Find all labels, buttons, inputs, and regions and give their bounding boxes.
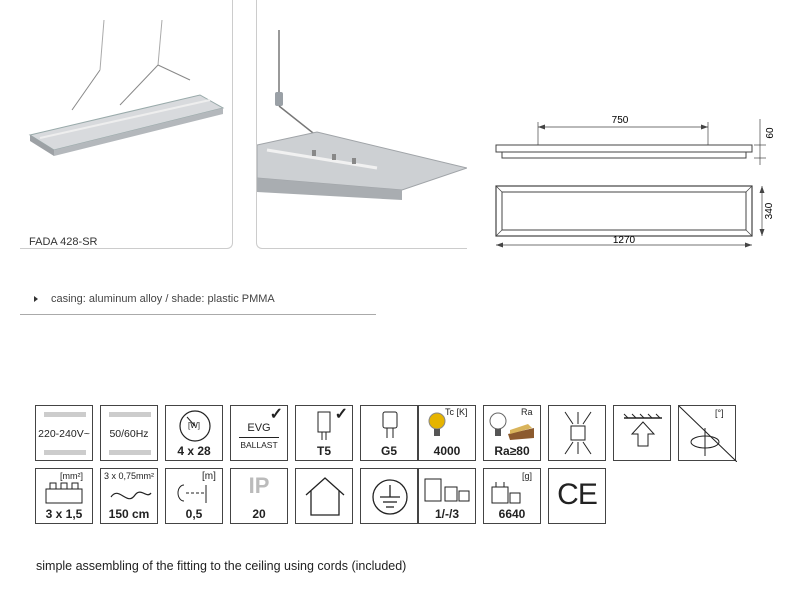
scale-icon [491,482,521,504]
suspension-detail-photo [257,30,467,200]
dim-length-top: 750 [612,115,629,126]
wire-terminal-icon: [mm²] 3 x 1,5 [35,468,93,524]
dimension-drawing: 750 60 340 1270 [495,115,776,248]
power-icon: [W] 4 x 28 [165,405,223,461]
weight-icon: [g] 6640 [483,468,541,524]
feature-row: casing: aluminum alloy / shade: plastic … [20,288,376,315]
light-distribution-icon [548,405,606,461]
g5-socket-icon: G5 [360,405,418,461]
packaging-icon: 1/-/3 [418,468,476,524]
indoor-use-icon [295,468,353,524]
cri-icon: Ra Ra≥80 [483,405,541,461]
product-photo-panel: FADA 428-SR [20,0,233,249]
check-icon: ✓ [269,406,283,423]
evg-ballast-icon: ✓ EVG BALLAST [230,405,288,461]
voltage-icon: 220-240V~ [35,405,93,461]
feature-text: casing: aluminum alloy / shade: plastic … [51,293,275,305]
distance-icon: [m] 0,5 [165,468,223,524]
ip-rating-icon: IP 20 [230,468,288,524]
ground-symbol-icon [372,479,408,515]
ceiling-mount-icon [613,405,671,461]
ce-mark-icon: CE [548,468,606,524]
detail-photo-panel [256,0,467,249]
color-temperature-icon: Tc [K] 4000 [418,405,476,461]
power-cord-icon: 3 x 0,75mm² 150 cm [100,468,158,524]
boxes-icon [424,478,470,502]
t5-tube-icon: ✓ T5 [295,405,353,461]
frequency-icon: 50/60Hz [100,405,158,461]
bullet-arrow-icon [34,296,38,302]
luminaire-photo [28,19,225,156]
model-name: FADA 428-SR [29,236,98,248]
bulb-icon [428,412,446,436]
assembly-note: simple assembling of the fitting to the … [36,559,407,573]
rotation-angle-icon: [°] [678,405,737,462]
check-icon: ✓ [334,406,348,423]
earthing-icon [360,468,418,524]
house-icon [305,477,345,516]
dim-width: 340 [764,202,775,219]
dim-height: 60 [765,127,776,139]
dim-length-bottom: 1270 [613,235,636,246]
bulb-spectrum-icon [489,412,534,440]
